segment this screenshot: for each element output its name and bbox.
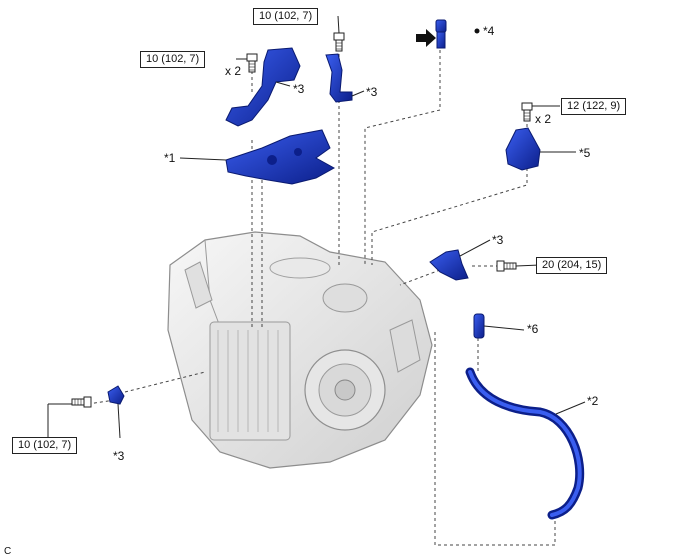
- bolt-2-icon: [333, 32, 345, 52]
- figure-code: C: [4, 546, 12, 557]
- torque-spec-box: 12 (122, 9): [561, 98, 627, 115]
- callout-label: *4: [483, 24, 495, 38]
- breather-hose: [465, 367, 585, 520]
- bullet-dot-icon: [474, 28, 480, 34]
- quantity-label: x 2: [535, 112, 552, 126]
- torque-spec-box: 10 (102, 7): [253, 8, 319, 25]
- torque-spec-box: 10 (102, 7): [12, 437, 78, 454]
- bolt-1-icon: [246, 53, 258, 73]
- bracket-mid-right: [429, 249, 469, 281]
- bracket-upper-left: [225, 47, 301, 127]
- clip-lower-left: [107, 385, 125, 405]
- callout-label: *5: [579, 146, 591, 160]
- callout-label: *2: [587, 394, 599, 408]
- leader-lines: [87, 48, 556, 546]
- bolt-5-icon: [71, 396, 92, 408]
- callout-label: *3: [113, 449, 125, 463]
- torque-spec-box: 20 (204, 15): [536, 257, 608, 274]
- callout-label: *1: [164, 151, 176, 165]
- bracket-upper-center: [325, 53, 353, 103]
- cover-plate: [225, 129, 336, 185]
- transaxle-assembly: [167, 231, 433, 469]
- quantity-label: x 2: [225, 64, 242, 78]
- front-arrow-icon: [416, 29, 436, 47]
- torque-spec-box: 10 (102, 7): [140, 51, 206, 68]
- callout-label: *3: [293, 82, 305, 96]
- bolt-4-icon: [496, 260, 517, 272]
- sensor-part-4: [435, 19, 447, 49]
- label-leaders: [47, 15, 586, 439]
- callout-label: *3: [366, 85, 378, 99]
- hose-connector-6: [473, 313, 485, 339]
- callout-label: *3: [492, 233, 504, 247]
- bracket-right: [505, 127, 541, 171]
- callout-label: *6: [527, 322, 539, 336]
- bolt-3-icon: [521, 102, 533, 122]
